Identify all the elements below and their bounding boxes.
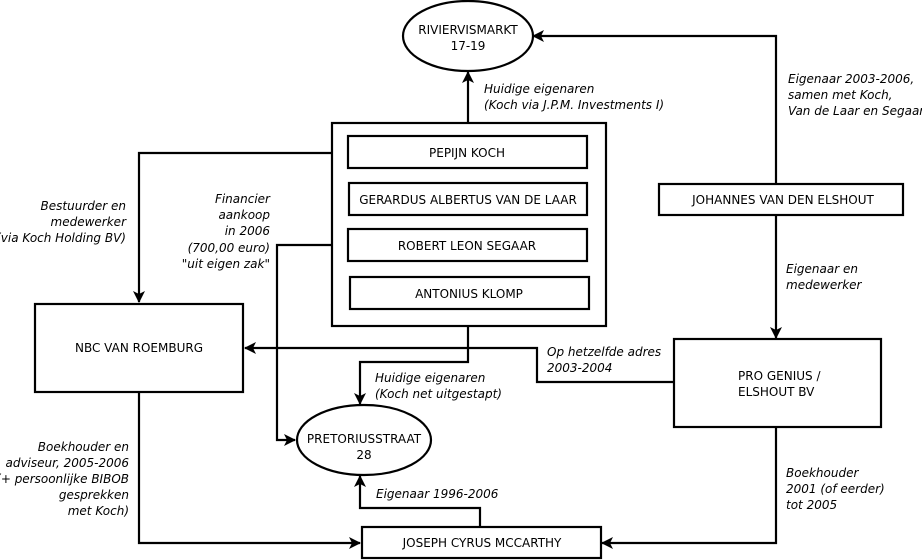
node-pretoriusstraat[interactable]: PRETORIUSSTRAAT 28 [295, 403, 433, 477]
johannes-label: JOHANNES VAN DEN ELSHOUT [691, 193, 874, 207]
label-line: (+ persoonlijke BIBOB [0, 472, 129, 486]
label-progenius-to-nbc: Op hetzelfde adres 2003-2004 [547, 345, 661, 375]
label-line: medewerker [786, 278, 863, 292]
label-line: medewerker [51, 215, 128, 229]
label-line: aankoop [218, 208, 270, 222]
label-group-to-pretoriusstraat: Huidige eigenaren (Koch net uitgestapt) [375, 371, 502, 401]
node-pepijn-koch[interactable]: PEPIJN KOCH [346, 134, 589, 170]
edge-koch-to-nbc [133, 151, 348, 303]
node-pro-genius-elshout-bv[interactable]: PRO GENIUS / ELSHOUT BV [672, 337, 883, 429]
label-line: (700,00 euro) [188, 241, 270, 255]
nbc-label: NBC VAN ROEMBURG [75, 341, 203, 355]
label-line: Huidige eigenaren [484, 82, 594, 96]
label-line: Bestuurder en [41, 199, 126, 213]
robert-segaar-label: ROBERT LEON SEGAAR [398, 239, 536, 253]
label-segaar-to-pretoriusstraat: Financier aankoop in 2006 (700,00 euro) … [182, 192, 271, 271]
label-group-to-riviervismarkt: Huidige eigenaren (Koch via J.P.M. Inves… [484, 82, 664, 112]
progenius-line-2: ELSHOUT BV [738, 385, 815, 399]
edge-segaar-to-pretoriusstraat [275, 243, 348, 446]
pretoriusstraat-line-1: PRETORIUSSTRAAT [307, 432, 422, 446]
label-line: 2003-2004 [547, 361, 612, 375]
node-robert-segaar[interactable]: ROBERT LEON SEGAAR [346, 227, 589, 263]
label-line: (via Koch Holding BV) [0, 231, 126, 245]
edge-progenius-to-nbc [244, 342, 675, 384]
label-line: samen met Koch, [788, 88, 893, 102]
riviervismarkt-line-2: 17-19 [451, 39, 486, 53]
label-line: Huidige eigenaren [375, 371, 485, 385]
label-line: Van de Laar en Segaar [788, 104, 922, 118]
riviervismarkt-line-1: RIVIERVISMARKT [418, 23, 518, 37]
node-johannes-van-den-elshout[interactable]: JOHANNES VAN DEN ELSHOUT [657, 182, 905, 217]
label-line: tot 2005 [786, 498, 837, 512]
antonius-klomp-label: ANTONIUS KLOMP [415, 287, 523, 301]
label-line: 2001 (of eerder) [786, 482, 885, 496]
label-nbc-to-mccarthy: Boekhouder en adviseur, 2005-2006 (+ per… [0, 440, 129, 518]
edge-johannes-to-riviervismarkt [532, 30, 778, 183]
node-gerardus-van-de-laar[interactable]: GERARDUS ALBERTUS VAN DE LAAR [347, 181, 589, 217]
label-johannes-to-riviervismarkt: Eigenaar 2003-2006, samen met Koch, Van … [788, 72, 922, 118]
label-line: Boekhouder en [38, 440, 129, 454]
node-nbc-van-roemburg[interactable]: NBC VAN ROEMBURG [33, 302, 245, 394]
label-line: Op hetzelfde adres [547, 345, 661, 359]
label-koch-to-nbc: Bestuurder en medewerker (via Koch Holdi… [0, 199, 127, 245]
pepijn-koch-label: PEPIJN KOCH [429, 146, 505, 160]
pretoriusstraat-line-2: 28 [356, 448, 371, 462]
label-mccarthy-to-pretoriusstraat: Eigenaar 1996-2006 [376, 487, 499, 501]
label-line: Eigenaar en [786, 262, 858, 276]
edge-nbc-to-mccarthy [137, 392, 361, 549]
node-owners-group: PEPIJN KOCH GERARDUS ALBERTUS VAN DE LAA… [330, 121, 608, 328]
label-progenius-to-mccarthy: Boekhouder 2001 (of eerder) tot 2005 [786, 466, 885, 512]
progenius-line-1: PRO GENIUS / [738, 369, 821, 383]
label-johannes-to-progenius: Eigenaar en medewerker [786, 262, 863, 292]
label-line: (Koch net uitgestapt) [375, 387, 502, 401]
label-line: (Koch via J.P.M. Investments I) [484, 98, 664, 112]
edge-group-to-pretoriusstraat [354, 326, 470, 405]
label-line: Eigenaar 1996-2006 [376, 487, 499, 501]
label-line: gesprekken [59, 488, 129, 502]
label-line: Boekhouder [786, 466, 859, 480]
node-joseph-mccarthy[interactable]: JOSEPH CYRUS MCCARTHY [360, 525, 603, 560]
label-line: "uit eigen zak" [182, 257, 270, 271]
edge-progenius-to-mccarthy [601, 428, 778, 549]
edge-mccarthy-to-pretoriusstraat [354, 475, 482, 527]
label-line: Eigenaar 2003-2006, [788, 72, 914, 86]
node-riviervismarkt[interactable]: RIVIERVISMARKT 17-19 [401, 0, 535, 73]
label-line: adviseur, 2005-2006 [5, 456, 129, 470]
gerardus-van-de-laar-label: GERARDUS ALBERTUS VAN DE LAAR [359, 193, 577, 207]
mccarthy-label: JOSEPH CYRUS MCCARTHY [402, 536, 562, 550]
label-line: met Koch) [68, 504, 129, 518]
label-line: in 2006 [225, 224, 271, 238]
label-line: Financier [215, 192, 271, 206]
node-antonius-klomp[interactable]: ANTONIUS KLOMP [348, 275, 591, 311]
